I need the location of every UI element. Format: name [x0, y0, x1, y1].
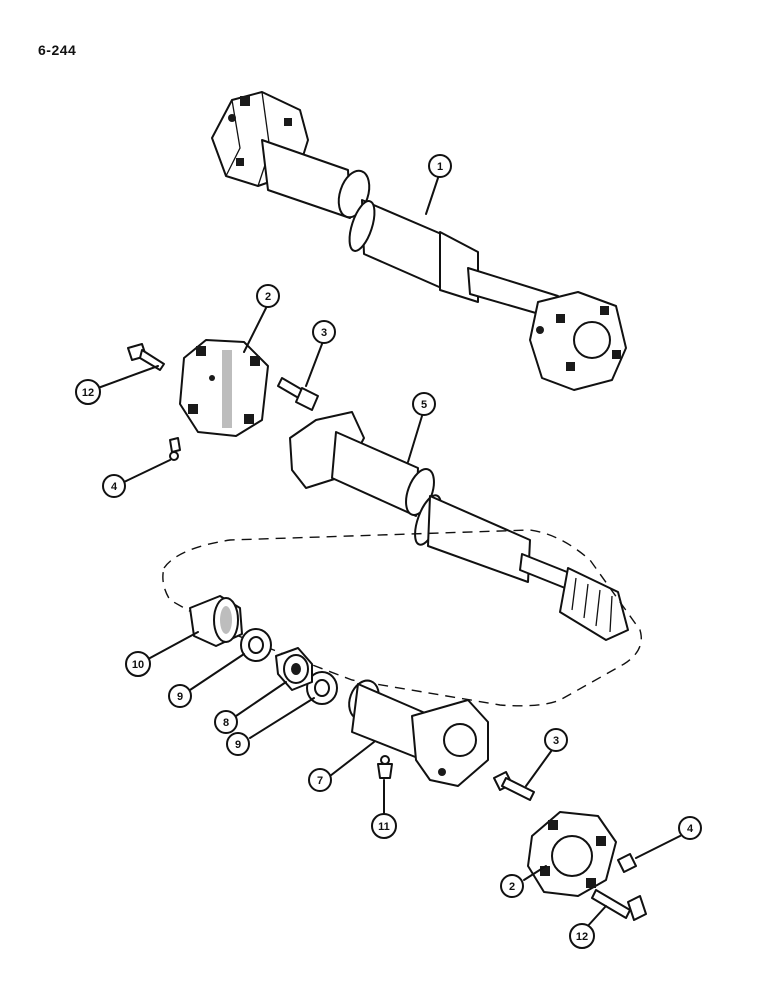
svg-text:2: 2 — [265, 291, 271, 303]
callout-10: 10 — [125, 651, 151, 677]
svg-text:4: 4 — [111, 481, 118, 493]
svg-text:2: 2 — [509, 881, 515, 893]
svg-text:8: 8 — [223, 717, 229, 729]
callout-2-lower: 2 — [500, 874, 524, 898]
callout-7: 7 — [308, 768, 332, 792]
callout-9-lower: 9 — [226, 732, 250, 756]
coupling-yoke-lower — [527, 811, 617, 897]
svg-text:5: 5 — [421, 399, 427, 411]
drive-shaft-assembly — [211, 91, 627, 391]
callout-3-lower: 3 — [544, 728, 568, 752]
callout-12-lower: 12 — [569, 923, 595, 949]
page-number: 6-244 — [38, 42, 77, 58]
svg-text:3: 3 — [553, 735, 559, 747]
washer-9-lower — [306, 671, 338, 705]
svg-text:9: 9 — [235, 739, 241, 751]
spacer-ring-8 — [275, 647, 313, 691]
callout-1: 1 — [428, 154, 452, 178]
grease-fitting-lower-4 — [617, 853, 637, 873]
grease-fitting-11 — [377, 755, 393, 779]
bolt-lower-3 — [493, 771, 535, 801]
callout-12-upper: 12 — [75, 379, 101, 405]
svg-text:12: 12 — [82, 387, 94, 399]
svg-text:12: 12 — [576, 931, 588, 943]
callout-8: 8 — [214, 710, 238, 734]
svg-text:4: 4 — [687, 823, 694, 835]
slip-yoke-7 — [348, 679, 489, 787]
callout-2-upper: 2 — [256, 284, 280, 308]
svg-text:11: 11 — [378, 821, 390, 833]
svg-text:3: 3 — [321, 327, 327, 339]
svg-text:7: 7 — [317, 775, 323, 787]
callout-3-upper: 3 — [312, 320, 336, 344]
bolt-upper-3 — [277, 377, 319, 411]
svg-text:10: 10 — [132, 659, 144, 671]
grease-fitting-upper-4 — [169, 437, 181, 461]
callout-4-upper: 4 — [102, 474, 126, 498]
bolt-lower-12 — [591, 889, 647, 921]
callout-11: 11 — [371, 813, 397, 839]
callout-4-lower: 4 — [678, 816, 702, 840]
coupling-yoke-upper — [179, 339, 269, 437]
callout-9-upper: 9 — [168, 684, 192, 708]
svg-text:1: 1 — [437, 161, 443, 173]
svg-text:9: 9 — [177, 691, 183, 703]
washer-9-upper — [240, 628, 272, 662]
bearing-cup-10 — [189, 595, 243, 647]
shaft-half-assembly — [289, 411, 629, 641]
leader-lines — [97, 177, 681, 929]
callout-5: 5 — [412, 392, 436, 416]
